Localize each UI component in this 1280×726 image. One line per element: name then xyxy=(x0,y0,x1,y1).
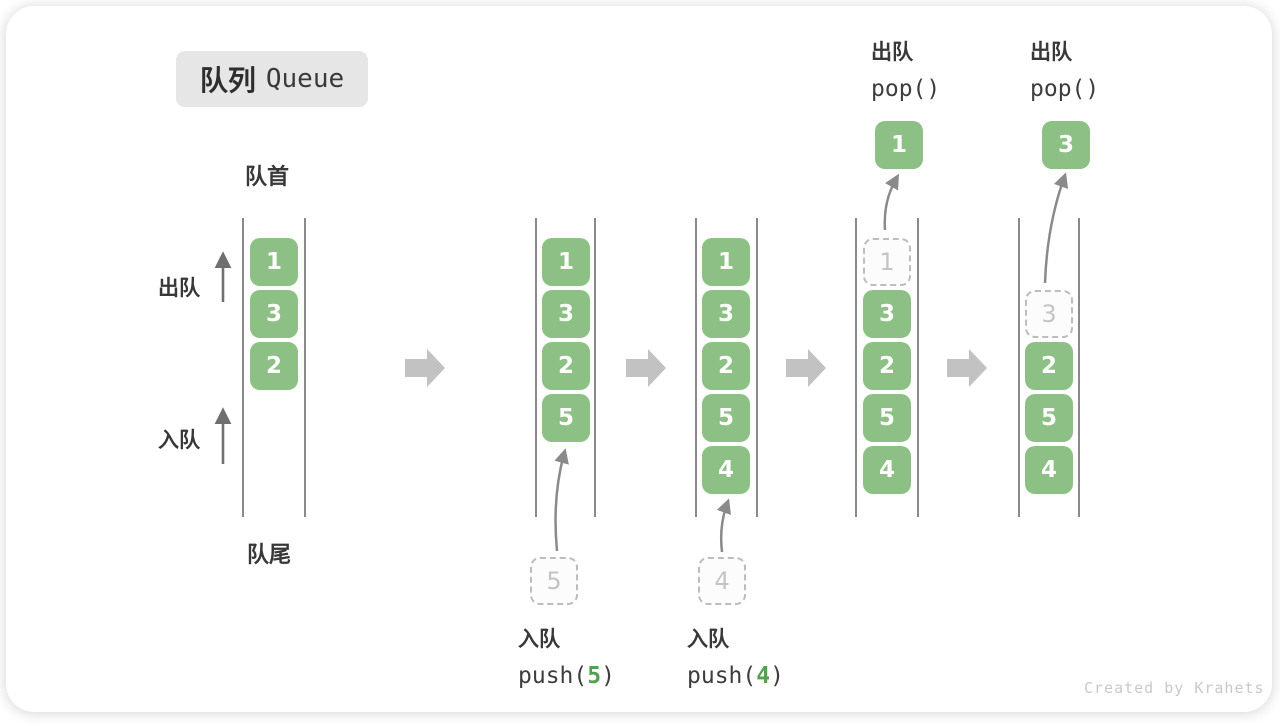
code-value: 4 xyxy=(756,663,771,689)
queue-item: 2 xyxy=(863,342,911,390)
push5-arrow-icon xyxy=(554,448,569,552)
queue-item: 5 xyxy=(542,394,590,442)
code-value: 5 xyxy=(587,663,602,689)
queue-item: 4 xyxy=(863,446,911,494)
queue-item: 3 xyxy=(250,290,298,338)
code-suffix: ) xyxy=(770,663,784,689)
incoming-item-ghost: 4 xyxy=(698,557,746,605)
queue-item: 5 xyxy=(1025,394,1073,442)
queue-item: 4 xyxy=(702,446,750,494)
credit-watermark: Created by Krahets xyxy=(1084,679,1265,697)
popped-item: 1 xyxy=(875,121,923,169)
queue-front-label: 队首 xyxy=(245,164,290,189)
queue-item: 5 xyxy=(863,394,911,442)
dequeue-side-label: 出队 xyxy=(158,277,200,300)
incoming-item-ghost: 5 xyxy=(530,557,578,605)
code-suffix: ) xyxy=(601,663,615,689)
code-prefix: push( xyxy=(518,663,588,689)
queue-item: 2 xyxy=(702,342,750,390)
queue-item: 1 xyxy=(702,238,750,286)
queue-item: 2 xyxy=(542,342,590,390)
queue-item: 1 xyxy=(250,238,298,286)
push5-code: push(5) xyxy=(518,663,615,689)
pop1-code: pop() xyxy=(871,76,941,102)
push4-operation-label: 入队 push(4) xyxy=(687,623,784,689)
queue-item: 1 xyxy=(542,238,590,286)
code-prefix: push( xyxy=(687,663,757,689)
enqueue-op-label: 入队 xyxy=(687,628,729,651)
popped-slot-ghost: 3 xyxy=(1025,290,1073,338)
operation-arrows xyxy=(554,172,1069,553)
title-badge: 队列 Queue xyxy=(176,51,368,107)
queue-item: 3 xyxy=(702,290,750,338)
pop1-operation-label: 出队 pop() xyxy=(871,36,940,102)
diagram-canvas: 队列 Queue 队首 队尾 出队 入队 1 3 2 1 3 2 5 5 1 3… xyxy=(6,6,1272,712)
popped-item: 3 xyxy=(1042,121,1090,169)
enqueue-op-label: 入队 xyxy=(518,628,560,651)
queue-rails xyxy=(242,218,1080,517)
pop2-operation-label: 出队 pop() xyxy=(1030,36,1099,102)
push5-operation-label: 入队 push(5) xyxy=(518,623,615,689)
queue-item: 2 xyxy=(250,342,298,390)
push4-code: push(4) xyxy=(687,663,784,689)
queue-item: 3 xyxy=(863,290,911,338)
queue-item: 5 xyxy=(702,394,750,442)
pop3-arrow-icon xyxy=(1043,172,1069,284)
popped-slot-ghost: 1 xyxy=(863,238,911,286)
title-en: Queue xyxy=(265,64,345,94)
queue-item: 2 xyxy=(1025,342,1073,390)
queue-item: 3 xyxy=(542,290,590,338)
queue-item: 4 xyxy=(1025,446,1073,494)
push4-arrow-icon xyxy=(716,498,731,553)
title-zh: 队列 xyxy=(199,65,256,96)
enqueue-side-label: 入队 xyxy=(158,429,200,452)
dequeue-op-label: 出队 xyxy=(871,41,913,64)
dequeue-op-label: 出队 xyxy=(1030,41,1072,64)
arrows-overlay xyxy=(214,172,1080,553)
queue-rear-label: 队尾 xyxy=(247,542,292,567)
pop1-arrow-icon xyxy=(883,173,899,231)
pop2-code: pop() xyxy=(1030,76,1100,102)
